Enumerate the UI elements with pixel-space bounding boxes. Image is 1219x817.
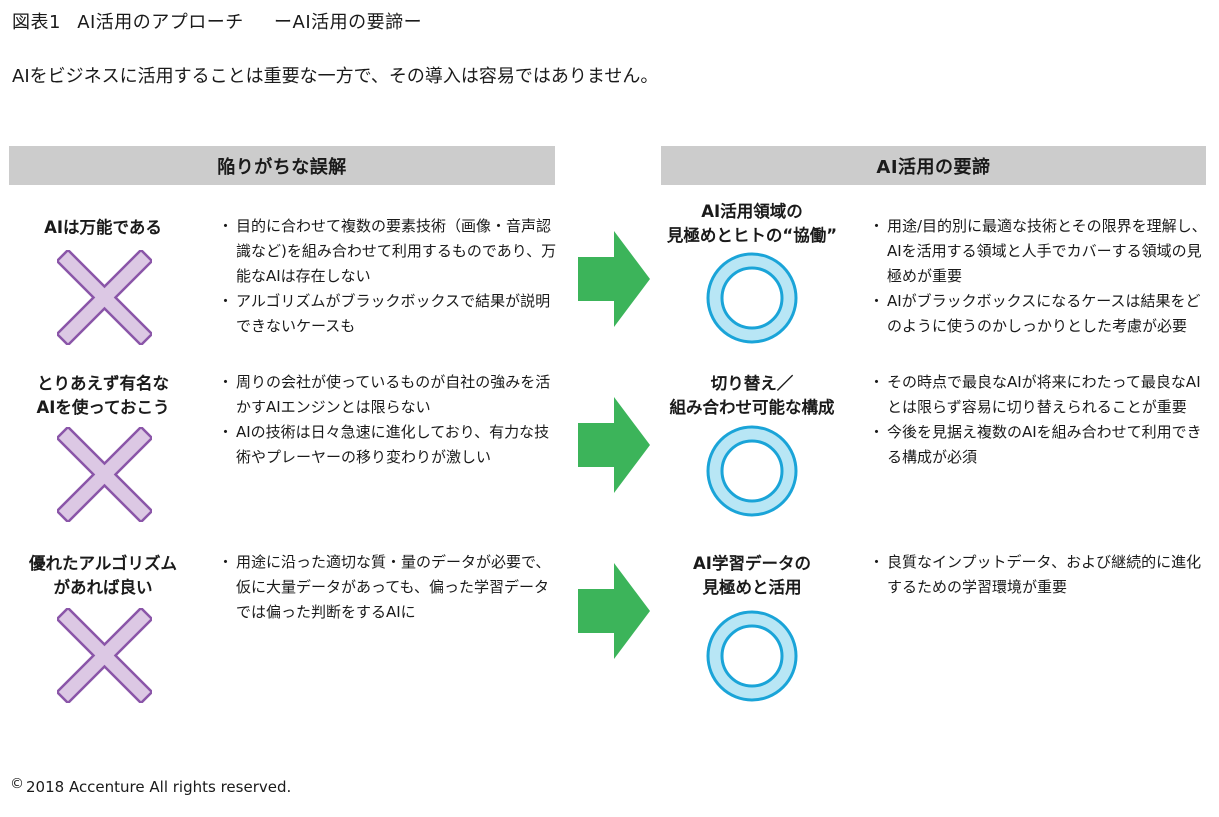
misconception-title-line: 優れたアルゴリズム — [28, 554, 177, 573]
bullet-item: アルゴリズムがブラックボックスで結果が説明できないケースも — [218, 289, 560, 339]
cross-mark-icon — [57, 427, 152, 522]
bullet-item: AIがブラックボックスになるケースは結果をどのように使うのかしっかりとした考慮が… — [869, 289, 1213, 339]
misconception-title-1: AIは万能である — [8, 216, 198, 240]
essential-bullets-2: その時点で最良なAIが将来にわたって最良なAIとは限らず容易に切り替えられること… — [869, 370, 1213, 470]
copyright: ©2018 Accenture All rights reserved. — [10, 776, 292, 796]
arrow-right-icon — [578, 397, 650, 493]
figure-title-text: AI活用のアプローチ — [77, 12, 244, 33]
essential-title-line: 見極めと活用 — [702, 578, 802, 597]
bullet-item: 用途/目的別に最適な技術とその限界を理解し、AIを活用する領域と人手でカバーする… — [869, 214, 1213, 289]
essential-title-line: 見極めとヒトの“協働” — [666, 226, 838, 245]
essentials-header: AI活用の要諦 — [661, 146, 1206, 185]
circle-hole — [720, 624, 784, 688]
essential-title-3: AI学習データの 見極めと活用 — [657, 552, 847, 600]
arrow-shape — [578, 563, 650, 659]
misconception-bullets-1: 目的に合わせて複数の要素技術（画像・音声認識など)を組み合わせて利用するものであ… — [218, 214, 560, 339]
lead-text: AIをビジネスに活用することは重要な一方で、その導入は容易ではありません。 — [12, 66, 659, 87]
essential-title-line: AI学習データの — [693, 554, 811, 573]
misconception-title-line: AIは万能である — [44, 218, 162, 237]
copyright-icon: © — [10, 776, 24, 792]
essential-title-line: 切り替え／ — [710, 374, 794, 393]
essential-title-line: 組み合わせ可能な構成 — [669, 398, 835, 417]
bullet-item: 今後を見据え複数のAIを組み合わせて利用できる構成が必須 — [869, 420, 1213, 470]
bullet-item: 周りの会社が使っているものが自社の強みを活かすAIエンジンとは限らない — [218, 370, 560, 420]
misconception-bullets-3: 用途に沿った適切な質・量のデータが必要で、仮に大量データがあっても、偏った学習デ… — [218, 550, 560, 625]
bullet-item: その時点で最良なAIが将来にわたって最良なAIとは限らず容易に切り替えられること… — [869, 370, 1213, 420]
misconception-title-line: があれば良い — [53, 578, 153, 597]
essential-title-1: AI活用領域の 見極めとヒトの“協働” — [657, 200, 847, 248]
circle-mark-icon — [706, 610, 798, 702]
cross-mark-icon — [57, 250, 152, 345]
cross-mark-shape — [57, 427, 152, 522]
cross-mark-shape — [57, 250, 152, 345]
figure-title: 図表1 AI活用のアプローチ ーAI活用の要諦ー — [12, 8, 422, 34]
circle-mark-icon — [706, 425, 798, 517]
bullet-item: 目的に合わせて複数の要素技術（画像・音声認識など)を組み合わせて利用するものであ… — [218, 214, 560, 289]
essential-bullets-3: 良質なインプットデータ、および継続的に進化するための学習環境が重要 — [869, 550, 1213, 600]
bullet-item: AIの技術は日々急速に進化しており、有力な技術やプレーヤーの移り変わりが激しい — [218, 420, 560, 470]
arrow-right-icon — [578, 231, 650, 327]
misconception-title-line: とりあえず有名な — [37, 374, 169, 393]
bullet-item: 良質なインプットデータ、および継続的に進化するための学習環境が重要 — [869, 550, 1213, 600]
arrow-shape — [578, 231, 650, 327]
misconception-title-line: AIを使っておこう — [36, 398, 170, 417]
copyright-text: 2018 Accenture All rights reserved. — [26, 778, 292, 796]
bullet-item: 用途に沿った適切な質・量のデータが必要で、仮に大量データがあっても、偏った学習デ… — [218, 550, 560, 625]
misconception-title-3: 優れたアルゴリズム があれば良い — [8, 552, 198, 600]
figure-number: 図表1 — [12, 12, 61, 33]
arrow-right-icon — [578, 563, 650, 659]
misconception-bullets-2: 周りの会社が使っているものが自社の強みを活かすAIエンジンとは限らない AIの技… — [218, 370, 560, 470]
circle-hole — [720, 439, 784, 503]
essential-bullets-1: 用途/目的別に最適な技術とその限界を理解し、AIを活用する領域と人手でカバーする… — [869, 214, 1213, 339]
essential-title-2: 切り替え／ 組み合わせ可能な構成 — [657, 372, 847, 420]
figure-subtitle: ーAI活用の要諦ー — [274, 12, 423, 33]
essential-title-line: AI活用領域の — [701, 202, 803, 221]
cross-mark-icon — [57, 608, 152, 703]
arrow-shape — [578, 397, 650, 493]
cross-mark-shape — [57, 608, 152, 703]
circle-mark-icon — [706, 252, 798, 344]
misconception-title-2: とりあえず有名な AIを使っておこう — [8, 372, 198, 420]
circle-hole — [720, 266, 784, 330]
misconception-header: 陥りがちな誤解 — [9, 146, 555, 185]
